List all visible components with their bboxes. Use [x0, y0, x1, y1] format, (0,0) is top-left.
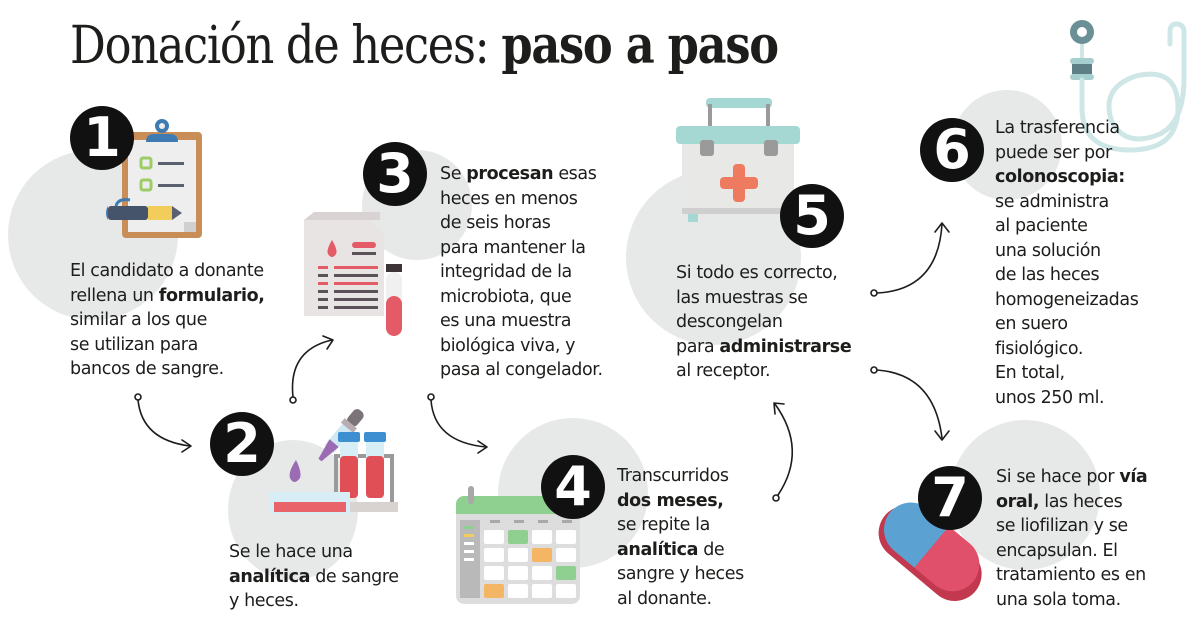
step-1-line: El candidato a donante [70, 261, 264, 281]
step-6-line: En total, [995, 363, 1065, 383]
step-6-line: se administra [995, 191, 1109, 212]
step-5-line: Si todo es correcto, [676, 263, 838, 283]
step-5-line: las muestras se [676, 287, 808, 308]
step-6-line: una solución [995, 240, 1101, 261]
step-3-line: Se procesan esas [440, 164, 597, 184]
step-4-badge: 4 [541, 455, 605, 519]
step-7-line: tratamiento es en [996, 565, 1146, 585]
step-6-line: puede ser por [995, 142, 1112, 163]
step-2-badge: 2 [210, 412, 274, 476]
step-4-line: Transcurridos [617, 466, 729, 486]
clipboard-form-icon [106, 119, 202, 238]
step-7-line: una sola toma. [996, 589, 1121, 610]
step-2-text: Se le hace una analítica de sangre y hec… [229, 540, 399, 614]
step-3-text: Se procesan esas heces en menos de seis … [440, 162, 603, 383]
step-1-line: rellena un formulario, [70, 285, 265, 306]
step-1-line: bancos de sangre. [70, 359, 224, 379]
lab-report-sample-icon [304, 212, 402, 336]
step-7-text: Si se hace por vía oral, las heces se li… [996, 465, 1148, 612]
step-2-line: Se le hace una [229, 542, 353, 562]
step-3-badge: 3 [363, 142, 427, 206]
page-title: Donación de heces: paso a paso [70, 12, 779, 80]
step-2-line: y heces. [229, 591, 299, 611]
step-3-line: pasa al congelador. [440, 360, 603, 380]
step-3-line: biológica viva, y [440, 335, 576, 356]
step-3-line: integridad de la [440, 262, 572, 282]
step-1-line: similar a los que [70, 310, 207, 330]
title-regular: Donación de heces: [70, 16, 502, 76]
step-3-line: de seis horas [440, 213, 551, 233]
calendar-icon [456, 486, 580, 604]
step-1-text: El candidato a donante rellena un formul… [70, 259, 265, 382]
medical-cooler-icon [676, 98, 800, 222]
step-6-line: unos 250 ml. [995, 387, 1105, 408]
step-4-text: Transcurridos dos meses, se repite la an… [617, 464, 744, 611]
step-4-line: al donante. [617, 588, 712, 609]
step-7-line: se liofilizan y se [996, 516, 1128, 536]
step-6-line: La trasferencia [995, 118, 1120, 138]
step-3-line: microbiota, que [440, 286, 572, 307]
colonoscope-tube-icon [1070, 20, 1187, 153]
step-6-line: al paciente [995, 216, 1088, 236]
step-3-line: es una muestra [440, 311, 572, 331]
step-6-line: homogeneizadas [995, 289, 1139, 310]
step-6-line: fisiológico. [995, 338, 1084, 359]
title-bold: paso a paso [501, 15, 779, 76]
step-7-line: encapsulan. El [996, 540, 1118, 561]
step-6-badge: 6 [920, 118, 984, 182]
step-4-line: dos meses, [617, 490, 724, 511]
step-4-line: analítica de [617, 539, 725, 560]
step-2-line: analítica de sangre [229, 566, 399, 587]
step-5-badge: 5 [780, 184, 844, 248]
step-1-badge: 1 [70, 106, 134, 170]
step-5-line: al receptor. [676, 361, 771, 381]
step-5-text: Si todo es correcto, las muestras se des… [676, 261, 852, 384]
step-6-text: La trasferencia puede ser por colonoscop… [995, 116, 1139, 410]
step-5-line: descongelan [676, 312, 783, 332]
step-3-line: para mantener la [440, 237, 586, 258]
lab-test-tubes-icon [270, 409, 398, 514]
step-3-line: heces en menos [440, 188, 578, 209]
step-1-line: se utilizan para [70, 334, 198, 355]
step-6-line: en suero [995, 314, 1068, 334]
step-6-line: de las heces [995, 265, 1100, 285]
step-7-line: Si se hace por vía [996, 467, 1148, 487]
step-4-line: sangre y heces [617, 564, 744, 584]
step-7-line: oral, las heces [996, 491, 1123, 512]
step-4-line: se repite la [617, 515, 710, 535]
step-6-line: colonoscopia: [995, 167, 1125, 187]
step-5-line: para administrarse [676, 336, 852, 357]
step-7-badge: 7 [918, 466, 982, 530]
